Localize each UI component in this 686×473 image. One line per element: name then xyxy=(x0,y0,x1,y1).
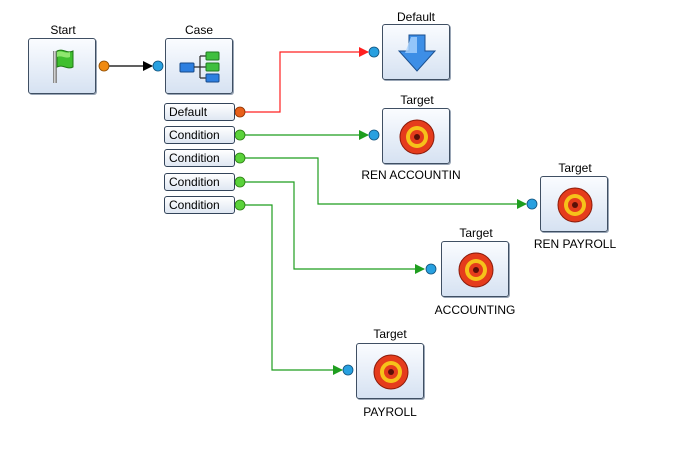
default-node-title: Default xyxy=(396,10,436,24)
target-accounting-node[interactable] xyxy=(441,241,509,297)
start-output-port[interactable] xyxy=(98,60,110,72)
case-condition-port-2[interactable] xyxy=(234,152,246,164)
case-port-default[interactable]: Default xyxy=(164,103,235,121)
case-port-condition-1[interactable]: Condition xyxy=(164,126,235,144)
default-node[interactable] xyxy=(382,24,450,80)
link-condition-2-to-ren-payroll[interactable] xyxy=(240,157,527,209)
target-ren-payroll-node[interactable] xyxy=(540,176,608,232)
down-arrow-icon xyxy=(397,34,437,72)
target-ren-accounting-node[interactable] xyxy=(382,108,450,164)
case-node-title: Case xyxy=(184,23,214,37)
payroll-input-port[interactable] xyxy=(342,364,354,376)
green-flag-icon xyxy=(53,49,74,83)
case-port-condition-2[interactable]: Condition xyxy=(164,149,235,167)
target-icon xyxy=(373,354,409,390)
case-input-port[interactable] xyxy=(152,60,164,72)
target-accounting-title: Target xyxy=(459,226,493,240)
default-input-port[interactable] xyxy=(368,46,380,58)
target-accounting-label: ACCOUNTING xyxy=(434,303,516,317)
case-port-condition-4[interactable]: Condition xyxy=(164,196,235,214)
case-default-port[interactable] xyxy=(234,106,246,118)
target-ren-accounting-title: Target xyxy=(400,93,434,107)
start-node[interactable] xyxy=(28,38,96,94)
case-condition-port-1[interactable] xyxy=(234,129,246,141)
case-condition-port-4[interactable] xyxy=(234,199,246,211)
target-ren-payroll-title: Target xyxy=(558,161,592,175)
target-icon xyxy=(557,187,593,223)
ren-accounting-input-port[interactable] xyxy=(368,129,380,141)
case-node[interactable] xyxy=(165,38,233,94)
accounting-input-port[interactable] xyxy=(425,263,437,275)
ren-payroll-input-port[interactable] xyxy=(526,198,538,210)
link-case-default-to-default[interactable] xyxy=(240,47,369,113)
case-port-condition-3[interactable]: Condition xyxy=(164,173,235,191)
target-payroll-label: PAYROLL xyxy=(363,405,417,419)
target-icon xyxy=(399,119,435,155)
case-condition-port-3[interactable] xyxy=(234,176,246,188)
target-ren-accounting-label: REN ACCOUNTIN xyxy=(361,168,461,182)
branch-tree-icon xyxy=(179,51,220,83)
target-ren-payroll-label: REN PAYROLL xyxy=(533,237,617,251)
target-icon xyxy=(458,252,494,288)
link-condition-3-to-accounting[interactable] xyxy=(240,181,425,274)
target-payroll-node[interactable] xyxy=(356,343,424,399)
target-payroll-title: Target xyxy=(373,327,407,341)
start-node-title: Start xyxy=(50,23,76,37)
link-condition-4-to-payroll[interactable] xyxy=(240,204,343,375)
